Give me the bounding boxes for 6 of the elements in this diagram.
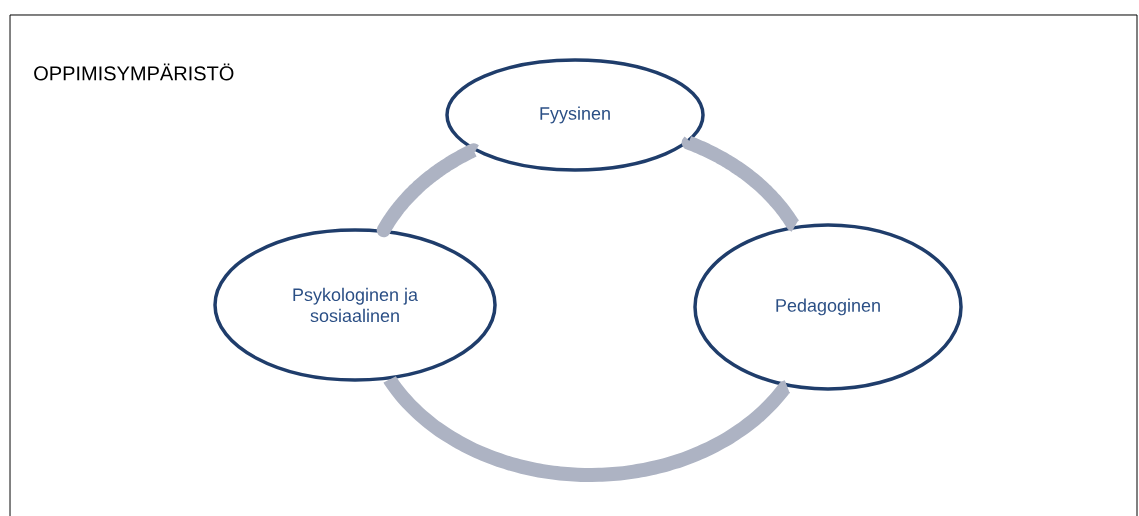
ring-connector: [681, 135, 800, 232]
ellipse-node: Fyysinen: [445, 58, 705, 172]
ring-connector: [376, 143, 481, 238]
ellipse-node: Pedagoginen: [693, 223, 963, 391]
ellipse-node: Psykologinen ja sosiaalinen: [213, 228, 497, 382]
ring-connector: [383, 373, 792, 482]
